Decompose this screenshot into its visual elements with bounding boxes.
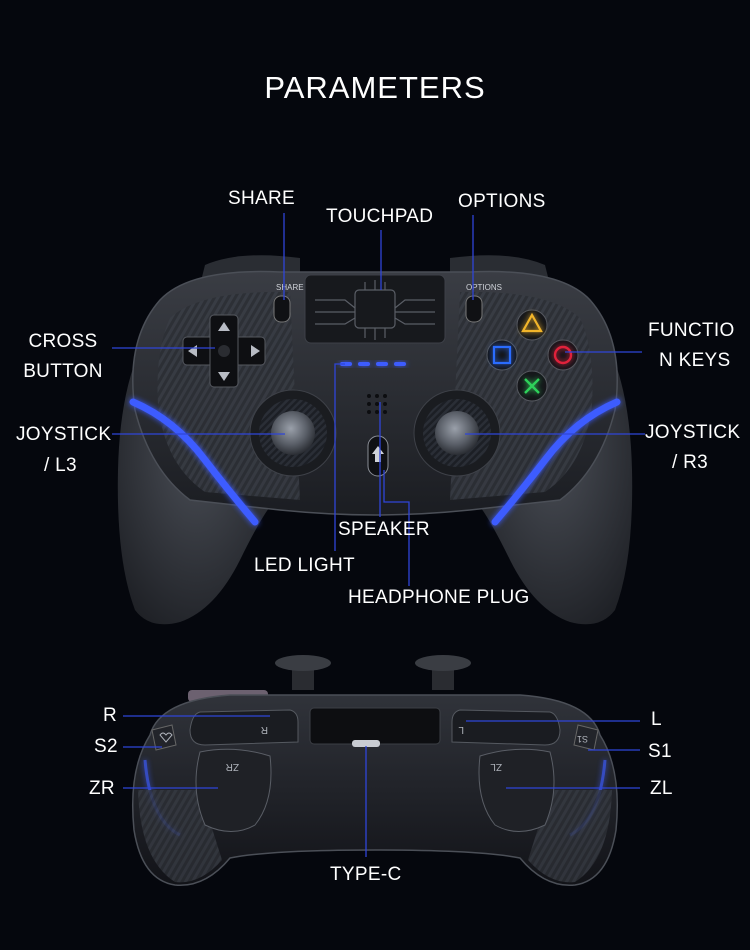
circle-button[interactable]	[547, 339, 579, 371]
type-c-port[interactable]	[352, 740, 380, 747]
share-printed-label: SHARE	[276, 283, 304, 292]
callout-zr: ZR	[89, 778, 115, 799]
options-printed-label: OPTIONS	[466, 283, 502, 292]
s2-button[interactable]	[151, 724, 177, 751]
s1-printed-label: S1	[577, 734, 588, 744]
share-button[interactable]	[273, 295, 291, 323]
callout-type-c: TYPE-C	[330, 864, 402, 885]
right-led-strip	[491, 398, 621, 526]
square-button[interactable]	[486, 339, 518, 371]
callout-speaker: SPEAKER	[338, 519, 430, 540]
callout-joystick-right-line2: / R3	[672, 452, 709, 473]
callout-joystick-right-line1: JOYSTICK	[645, 422, 741, 443]
callout-options: OPTIONS	[458, 191, 546, 212]
square-icon	[492, 345, 512, 365]
touchpad-circuit-pattern	[315, 280, 435, 340]
controller-top-view: SHARE OPTIONS	[117, 255, 633, 625]
callout-cross-button-line1: CROSS	[28, 331, 98, 352]
left-joystick[interactable]	[249, 389, 337, 477]
callout-share: SHARE	[228, 188, 295, 209]
callout-function-keys-line2: N KEYS	[659, 350, 731, 371]
l-bumper[interactable]	[451, 709, 561, 746]
left-led-strip	[129, 398, 259, 526]
leader-led-light	[334, 363, 345, 551]
r-bumper[interactable]	[189, 709, 299, 746]
page-title: PARAMETERS	[264, 70, 486, 105]
zl-printed-label: ZL	[490, 761, 502, 772]
home-arrow-icon	[372, 446, 384, 462]
rear-stick-cap-left	[275, 655, 331, 671]
s2-heart-icon	[159, 732, 173, 743]
right-joystick[interactable]	[413, 389, 501, 477]
callout-function-keys-line1: FUNCTIO	[648, 320, 735, 341]
led-light-bar	[340, 362, 406, 366]
callout-l: L	[651, 709, 662, 730]
triangle-icon	[521, 312, 543, 333]
cross-button-dpad[interactable]	[182, 314, 266, 388]
controller-rear-view: R L S1 ZR ZL	[131, 655, 619, 887]
zr-trigger[interactable]	[195, 748, 272, 832]
speaker-grille	[367, 394, 387, 414]
callout-s2: S2	[94, 736, 118, 757]
circle-icon	[553, 345, 573, 365]
callout-touchpad: TOUCHPAD	[326, 206, 434, 227]
s1-button[interactable]	[573, 724, 599, 751]
callout-joystick-left-line2: / L3	[44, 455, 77, 476]
callout-r: R	[103, 705, 118, 726]
l-printed-label: L	[458, 724, 464, 735]
zl-trigger[interactable]	[478, 748, 555, 832]
options-button[interactable]	[465, 295, 483, 323]
r-printed-label: R	[261, 724, 268, 735]
rear-center-slot	[309, 707, 441, 745]
callout-joystick-left-line1: JOYSTICK	[16, 424, 112, 445]
zr-printed-label: ZR	[226, 761, 239, 772]
leader-lines	[112, 213, 645, 857]
triangle-button[interactable]	[516, 309, 548, 341]
cross-icon	[524, 378, 540, 394]
rear-stick-cap-right	[415, 655, 471, 671]
callout-led-light: LED LIGHT	[254, 555, 355, 576]
callout-headphone-plug: HEADPHONE PLUG	[348, 587, 530, 608]
leader-headphone-plug	[383, 470, 410, 586]
callout-s1: S1	[648, 741, 672, 762]
callout-zl: ZL	[650, 778, 673, 799]
function-keys	[486, 309, 579, 402]
touchpad[interactable]	[304, 274, 446, 344]
callout-cross-button-line2: BUTTON	[23, 361, 103, 382]
